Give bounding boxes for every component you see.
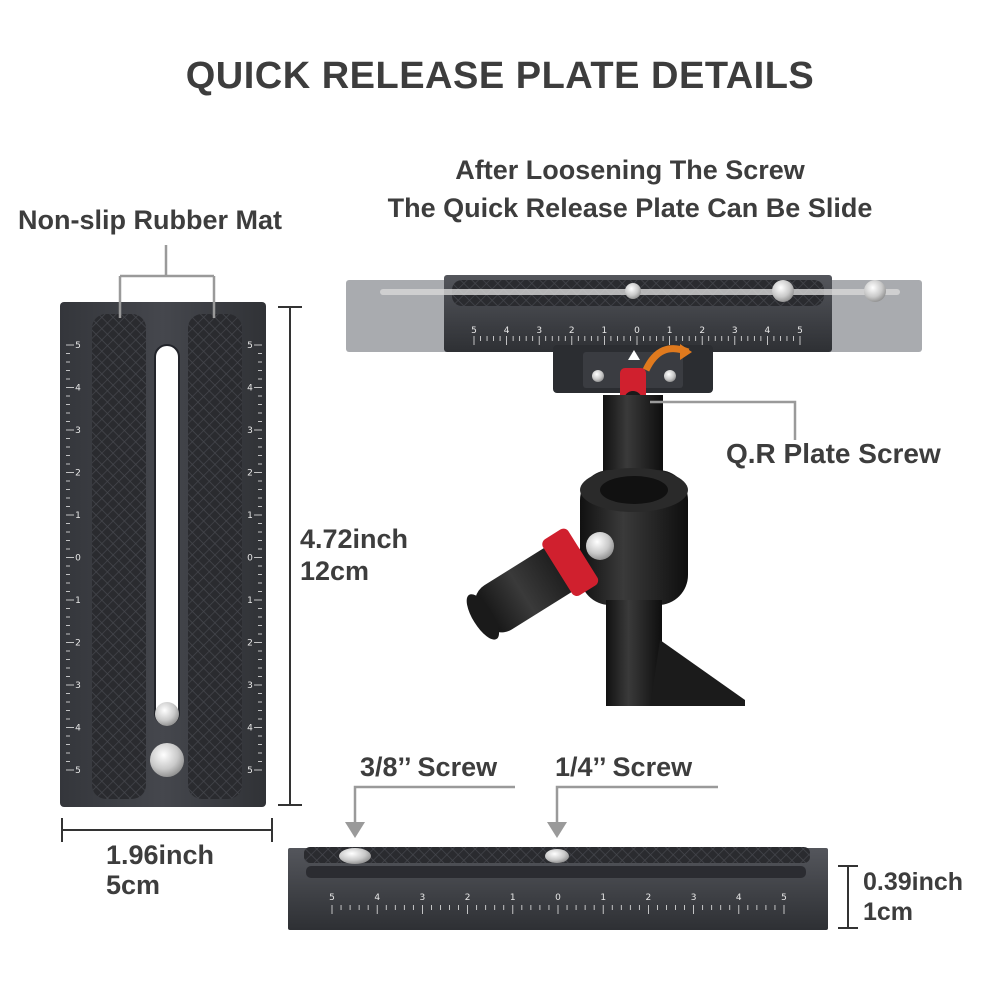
ruler-number: 1 bbox=[247, 596, 253, 606]
ruler-number: 1 bbox=[247, 511, 253, 521]
ruler-number: 4 bbox=[504, 326, 510, 336]
plate-side-view: 5 4 3 2 1 0 1 2 3 4 5 bbox=[288, 847, 828, 930]
ruler-number: 5 bbox=[781, 893, 787, 903]
ruler-number: 0 bbox=[75, 554, 81, 564]
ruler-top-plate: 5 4 3 2 1 0 1 2 3 4 5 bbox=[471, 326, 803, 345]
ruler-number: 1 bbox=[667, 326, 673, 336]
ruler-number: 4 bbox=[75, 724, 81, 734]
ruler-number: 4 bbox=[765, 326, 771, 336]
ruler-number: 2 bbox=[646, 893, 652, 903]
ruler-number: 0 bbox=[634, 326, 640, 336]
ruler-number: 4 bbox=[247, 724, 253, 734]
ruler-number: 2 bbox=[75, 469, 81, 479]
ruler-number: 2 bbox=[569, 326, 575, 336]
length-dimension-line bbox=[278, 306, 302, 806]
qr-plate-screw-label: Q.R Plate Screw bbox=[726, 438, 941, 469]
ruler-right: 5 4 3 2 1 0 1 2 3 4 5 bbox=[247, 341, 262, 776]
ruler-number: 5 bbox=[247, 341, 253, 351]
ruler-number: 2 bbox=[699, 326, 705, 336]
ruler-number: 3 bbox=[691, 893, 697, 903]
ruler-number: 3 bbox=[247, 426, 253, 436]
ruler-number: 1 bbox=[600, 893, 606, 903]
ruler-number: 4 bbox=[736, 893, 742, 903]
ruler-number: 3 bbox=[536, 326, 542, 336]
length-inch-label: 4.72inch bbox=[300, 524, 409, 554]
ruler-number: 3 bbox=[732, 326, 738, 336]
ruler-number: 5 bbox=[329, 893, 335, 903]
ruler-number: 3 bbox=[75, 681, 81, 691]
ruler-number: 2 bbox=[75, 639, 81, 649]
ruler-number: 1 bbox=[75, 596, 81, 606]
ruler-number: 1 bbox=[602, 326, 608, 336]
height-cm-label: 1cm bbox=[863, 898, 914, 926]
screw-pointers bbox=[353, 785, 718, 828]
ruler-number: 1 bbox=[75, 511, 81, 521]
screw-quarter-inch-side bbox=[545, 849, 569, 863]
rubber-mat-left bbox=[92, 314, 146, 799]
screw-1-4-label: 1/4’’ Screw bbox=[555, 752, 693, 782]
ruler-number: 2 bbox=[247, 469, 253, 479]
ruler-number: 2 bbox=[247, 639, 253, 649]
width-cm-label: 5cm bbox=[106, 870, 161, 900]
ruler-number: 5 bbox=[75, 766, 81, 776]
ruler-number: 3 bbox=[420, 893, 426, 903]
qr-screw-pointer bbox=[650, 400, 797, 440]
ruler-number: 2 bbox=[465, 893, 471, 903]
ruler-number: 5 bbox=[247, 766, 253, 776]
ruler-number: 5 bbox=[797, 326, 803, 336]
ruler-left: 5 4 3 2 1 0 1 2 3 4 5 bbox=[66, 341, 81, 776]
page-title: QUICK RELEASE PLATE DETAILS bbox=[185, 55, 815, 97]
ruler-side-plate: 5 4 3 2 1 0 1 2 3 4 5 bbox=[329, 893, 787, 914]
ruler-number: 0 bbox=[555, 893, 561, 903]
ruler-number: 3 bbox=[247, 681, 253, 691]
length-cm-label: 12cm bbox=[300, 556, 370, 586]
ruler-number: 1 bbox=[510, 893, 516, 903]
width-dimension-line bbox=[61, 818, 273, 842]
slot bbox=[154, 344, 180, 726]
screw-3-8-label: 3/8’’ Screw bbox=[360, 752, 498, 782]
screw-quarter-inch bbox=[155, 702, 179, 726]
rubber-mat-pointer bbox=[118, 245, 216, 318]
height-dimension-line bbox=[838, 865, 858, 929]
arrow-down-icon bbox=[345, 822, 365, 838]
ruler-number: 4 bbox=[247, 384, 253, 394]
ruler-number: 5 bbox=[471, 326, 477, 336]
stabilizer-head: 5 4 3 2 1 0 1 2 3 4 5 bbox=[346, 275, 922, 706]
rubber-mat-label: Non-slip Rubber Mat bbox=[18, 205, 282, 235]
ruler-number: 4 bbox=[374, 893, 380, 903]
ruler-number: 0 bbox=[247, 554, 253, 564]
ruler-number: 3 bbox=[75, 426, 81, 436]
slide-caption-line1: After Loosening The Screw bbox=[455, 155, 805, 185]
rubber-mat-right bbox=[188, 314, 242, 799]
ruler-number: 4 bbox=[75, 384, 81, 394]
screw-three-eighths-inch-side bbox=[339, 848, 371, 864]
arrow-down-icon bbox=[547, 822, 567, 838]
height-inch-label: 0.39inch bbox=[863, 868, 964, 896]
plate-top-view: 5 4 3 2 1 0 1 2 3 4 5 5 4 3 2 1 0 1 2 3 4 5 bbox=[60, 302, 266, 807]
screw-three-eighths-inch bbox=[150, 743, 184, 777]
slide-caption-line2: The Quick Release Plate Can Be Slide bbox=[387, 193, 873, 223]
ruler-number: 5 bbox=[75, 341, 81, 351]
width-inch-label: 1.96inch bbox=[106, 840, 215, 870]
